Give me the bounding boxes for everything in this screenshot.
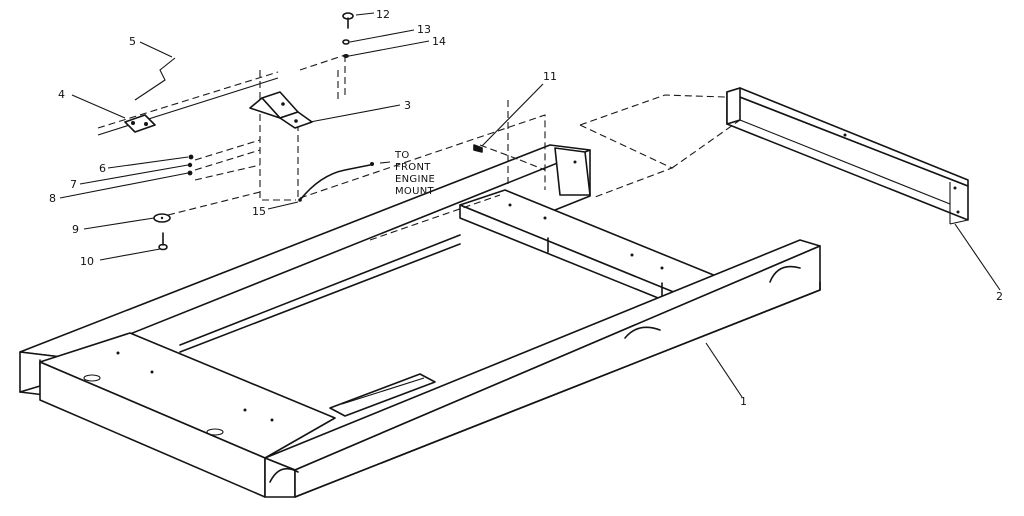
callout-9: 9 (72, 223, 79, 236)
callout-12: 12 (376, 8, 390, 21)
callout-4: 4 (58, 88, 65, 101)
callout-6: 6 (99, 162, 106, 175)
callout-numbers: 1 2 3 4 5 6 7 8 9 10 11 12 13 14 15 (49, 8, 1003, 408)
callout-11: 11 (543, 70, 557, 83)
front-engine-mount-note: TO FRONT ENGINE MOUNT (394, 150, 435, 197)
part-1-frame (19, 144, 821, 498)
callout-1: 1 (740, 395, 747, 408)
callout-14: 14 (432, 35, 446, 48)
note-line-2: FRONT (395, 162, 431, 173)
callout-13: 13 (417, 23, 431, 36)
part-3-bracket (249, 91, 313, 129)
callout-5: 5 (129, 35, 136, 48)
note-line-3: ENGINE (395, 174, 435, 185)
leader-lines (59, 12, 1001, 398)
callout-2: 2 (996, 290, 1003, 303)
note-line-1: TO (394, 150, 410, 161)
hardware (153, 12, 483, 251)
explode-lines (167, 54, 546, 241)
phantom-outline (579, 94, 741, 198)
callout-10: 10 (80, 255, 94, 268)
note-line-4: MOUNT (395, 186, 434, 197)
callout-3: 3 (404, 99, 411, 112)
callout-8: 8 (49, 192, 56, 205)
part-4-5-rod (97, 57, 279, 136)
callout-7: 7 (70, 178, 77, 191)
part-2-tube (726, 87, 969, 225)
callout-15: 15 (252, 205, 266, 218)
